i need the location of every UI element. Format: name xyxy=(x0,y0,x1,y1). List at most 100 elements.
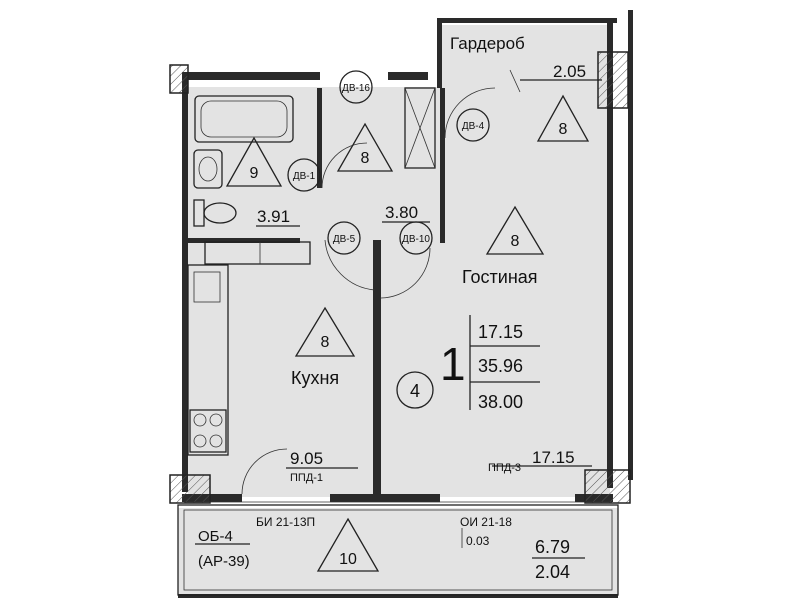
door-swing-hall xyxy=(324,239,376,291)
area-with-balcony-value: 38.00 xyxy=(478,392,523,412)
door-swing-bath xyxy=(321,142,368,189)
door-swings xyxy=(241,69,521,495)
oi-label: ОИ 21-18 xyxy=(460,515,512,529)
hall-partition xyxy=(440,88,445,243)
kitchen-bath-wall xyxy=(188,238,300,243)
living-name: Гостиная xyxy=(462,267,538,287)
bath-area: 3.91 xyxy=(257,207,290,226)
kitchen-sink xyxy=(193,271,221,303)
apartment-number: 1 xyxy=(440,338,466,390)
markers: 8 8 9 8 8 10 xyxy=(225,94,590,572)
bath-right-wall xyxy=(317,88,322,188)
apartment-summary: 1 4 17.15 35.96 38.00 xyxy=(396,315,540,412)
marker-triangle-bath xyxy=(225,136,283,187)
wardrobe-leader xyxy=(509,69,521,93)
column-top-right xyxy=(597,51,629,109)
sink xyxy=(193,149,223,189)
area-underlines xyxy=(195,79,602,559)
balcony-floor xyxy=(178,508,618,596)
door-tag-dv5: ДВ-5 xyxy=(333,234,356,245)
burner-2 xyxy=(209,413,223,427)
kitchen-counter xyxy=(187,264,229,456)
door-tags: ДВ-16 ДВ-4 ДВ-1 ДВ-5 ДВ-10 xyxy=(287,70,490,255)
oi-value: 0.03 xyxy=(466,534,490,548)
marker-bath: 9 xyxy=(250,165,259,182)
bathtub-inner xyxy=(200,100,288,138)
balcony-bottom-wall xyxy=(178,594,618,598)
balcony-frame xyxy=(177,501,619,596)
top-wall-left xyxy=(185,72,320,80)
door-tag-dv1: ДВ-1 xyxy=(293,171,316,182)
burner-4 xyxy=(209,434,223,448)
burner-1 xyxy=(193,413,207,427)
wardrobe-left-wall xyxy=(437,18,442,88)
marker-balcony: 10 xyxy=(339,551,357,568)
room-labels: Гардероб 2.05 3.91 3.80 Гостиная Кухня 9… xyxy=(257,34,586,468)
left-wall xyxy=(182,72,188,492)
marker-triangle-living xyxy=(485,205,545,255)
columns xyxy=(169,51,631,504)
marker-triangle-balcony xyxy=(316,517,380,572)
door-tag-dv4: ДВ-4 xyxy=(462,121,485,132)
door-tag-circle-dv4 xyxy=(456,108,490,142)
living-divider xyxy=(373,240,381,498)
marker-hall: 8 xyxy=(361,150,370,167)
wardrobe-area: 2.05 xyxy=(553,62,586,81)
kitchen-cabinet xyxy=(204,241,311,265)
right-wall xyxy=(607,18,613,488)
marker-kitchen: 8 xyxy=(321,334,330,351)
shelf-diagonal-2 xyxy=(404,87,436,169)
balcony-inner xyxy=(183,509,613,591)
bathtub xyxy=(194,95,294,143)
outer-right-wall xyxy=(628,10,633,480)
column-bottom-left xyxy=(169,474,211,504)
marker-living: 8 xyxy=(511,233,520,250)
balcony-area-top: 6.79 xyxy=(535,537,570,557)
hall-area: 3.80 xyxy=(385,203,418,222)
wardrobe-floor xyxy=(440,25,610,87)
balcony-outline xyxy=(177,504,619,596)
living-area-value: 17.15 xyxy=(478,322,523,342)
column-top-left xyxy=(169,64,189,94)
door-tag-circle-dv5 xyxy=(327,221,361,255)
door-tag-circle-dv16 xyxy=(339,70,373,104)
wardrobe-top-wall xyxy=(437,18,617,23)
apartment-circle xyxy=(396,371,434,409)
apartment-floor xyxy=(188,87,610,497)
marker-wardrobe: 8 xyxy=(559,121,568,138)
misc-labels: ППД-1 ППД-3 17.15 БИ 21-13П ОИ 21-18 0.0… xyxy=(198,448,575,582)
apartment-circle-number: 4 xyxy=(410,381,420,401)
door-tag-dv10: ДВ-10 xyxy=(402,234,430,245)
wardrobe-name: Гардероб xyxy=(450,34,525,53)
marker-triangle-hall xyxy=(336,122,394,172)
burner-3 xyxy=(193,434,207,448)
door-tag-dv16: ДВ-16 xyxy=(342,83,370,94)
door-tag-circle-dv1 xyxy=(287,158,321,192)
sink-bowl xyxy=(198,156,218,182)
door-tag-circle-dv10 xyxy=(399,221,433,255)
kitchen-name: Кухня xyxy=(291,368,339,388)
marker-triangle-wardrobe xyxy=(536,94,590,142)
stove xyxy=(189,409,227,453)
bi-label: БИ 21-13П xyxy=(256,515,315,529)
toilet-bowl xyxy=(203,202,237,224)
ob-label: ОБ-4 xyxy=(198,528,233,545)
shelf-unit xyxy=(404,87,436,169)
ppd3-label: ППД-3 xyxy=(488,462,521,474)
kitchen-area: 9.05 xyxy=(290,449,323,468)
column-bottom-right xyxy=(584,469,631,504)
door-swing-wardrobe xyxy=(444,87,496,139)
total-area-value: 35.96 xyxy=(478,356,523,376)
floor-areas xyxy=(178,25,618,596)
bottom-wall-mid xyxy=(330,494,440,502)
ppd1-label: ППД-1 xyxy=(290,472,323,484)
door-swing-kitchen xyxy=(241,448,288,495)
top-wall-mid xyxy=(388,72,428,80)
ar-label: (АР-39) xyxy=(198,553,250,570)
door-swing-living xyxy=(379,247,431,299)
fixtures xyxy=(187,87,436,456)
balcony-area-bottom: 2.04 xyxy=(535,562,570,582)
ppd3-value: 17.15 xyxy=(532,448,575,467)
marker-triangle-kitchen xyxy=(294,306,356,357)
